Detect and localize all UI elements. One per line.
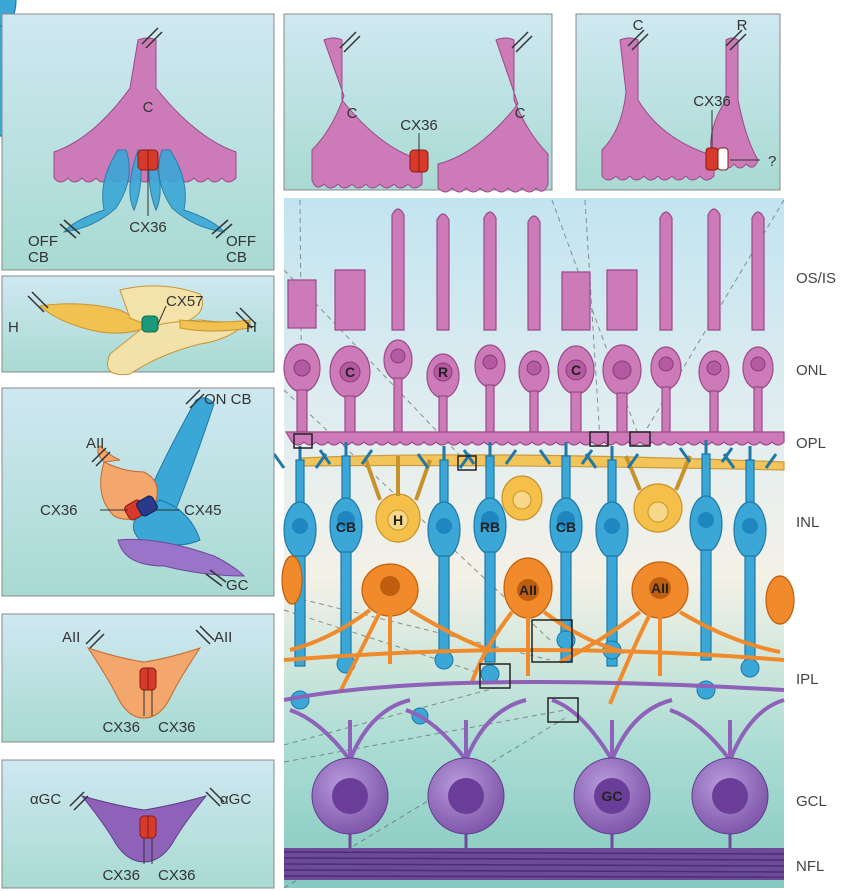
agc-agc-left-label: αGC: [30, 791, 61, 808]
inset-cone-cone: C C CX36: [284, 14, 552, 192]
inset-aii-aii: AII AII CX36 CX36: [2, 614, 274, 742]
cone-rod-rod-label: R: [737, 17, 748, 34]
cone-bipolar-label-1: CB: [336, 519, 356, 535]
aii-oncb-connexin-right: CX45: [184, 502, 222, 519]
inset-horizontal: H H CX57: [2, 276, 274, 375]
ganglion-cell-label: GC: [602, 788, 623, 804]
layer-label-onl: ONL: [796, 362, 827, 379]
agc-agc-connexin-right: CX36: [158, 867, 196, 884]
layer-label-nfl: NFL: [796, 858, 824, 875]
cone-cone-right-label: C: [515, 105, 526, 122]
aii-label-2: AII: [651, 580, 669, 596]
horizontal-cell-label: H: [393, 512, 403, 528]
layer-labels: OS/IS ONL OPL INL IPL GCL NFL: [796, 270, 836, 875]
cone-rod-unknown: ?: [768, 153, 776, 170]
aii-label-1: AII: [519, 582, 537, 598]
layer-label-os-is: OS/IS: [796, 270, 836, 287]
aii-aii-connexin-right: CX36: [158, 719, 196, 736]
cone-rod-connexin: CX36: [693, 93, 731, 110]
aii-aii-connexin-left: CX36: [102, 719, 140, 736]
cone-offcb-left-cb: CB: [28, 249, 49, 266]
cone-offcb-left-off: OFF: [28, 233, 58, 250]
layer-label-opl: OPL: [796, 435, 826, 452]
rod-bipolar-label: RB: [480, 519, 500, 535]
cone-label-1: C: [345, 364, 355, 380]
inset-cone-offcb: C CX36 OFF CB OFF CB: [2, 14, 274, 270]
aii-oncb-connexin-left: CX36: [40, 502, 78, 519]
agc-agc-connexin-left: CX36: [102, 867, 140, 884]
cone-rod-cone-label: C: [633, 17, 644, 34]
cone-offcb-cone-label: C: [143, 99, 154, 116]
cone-offcb-connexin: CX36: [129, 219, 167, 236]
nerve-fiber-layer: [284, 848, 784, 880]
cone-cone-left-label: C: [347, 105, 358, 122]
agc-agc-right-label: αGC: [220, 791, 251, 808]
inset-cone-rod: C R CX36 ?: [576, 14, 780, 190]
layer-label-inl: INL: [796, 514, 819, 531]
layer-label-gcl: GCL: [796, 793, 827, 810]
aii-oncb-aii-label: AII: [86, 435, 104, 452]
aii-aii-left-label: AII: [62, 629, 80, 646]
inset-aii-oncb: AII ON CB GC CX36 CX45: [2, 388, 274, 596]
aii-aii-right-label: AII: [214, 629, 232, 646]
inset-agc-agc: αGC αGC CX36 CX36: [2, 760, 274, 888]
cone-label-2: C: [571, 362, 581, 378]
aii-oncb-gc-label: GC: [226, 577, 249, 594]
cone-bipolar-label-2: CB: [556, 519, 576, 535]
cone-cone-connexin: CX36: [400, 117, 438, 134]
horizontal-right-label: H: [246, 319, 257, 336]
horizontal-connexin: CX57: [166, 293, 204, 310]
aii-oncb-oncb-label: ON CB: [204, 391, 252, 408]
cone-offcb-right-cb: CB: [226, 249, 247, 266]
layer-label-ipl: IPL: [796, 671, 819, 688]
horizontal-left-label: H: [8, 319, 19, 336]
rod-label: R: [438, 364, 448, 380]
cone-offcb-right-off: OFF: [226, 233, 256, 250]
